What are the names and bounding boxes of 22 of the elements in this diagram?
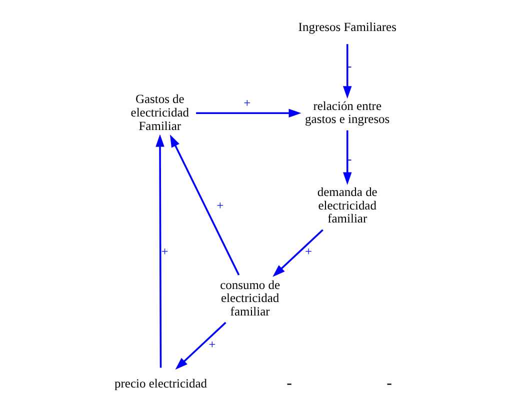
arrow xyxy=(272,229,323,277)
node-text: demanda de electricidad familiar xyxy=(316,184,377,226)
label: - xyxy=(286,375,292,392)
arrow xyxy=(169,134,240,276)
arrow xyxy=(342,130,352,185)
edge-label: - xyxy=(347,152,352,166)
node-text: Ingresos Familiares xyxy=(298,20,396,34)
edge-label: + xyxy=(216,198,224,212)
node-text: consumo de electricidad familiar xyxy=(220,278,280,319)
arrow xyxy=(155,134,164,368)
label: - xyxy=(386,375,392,392)
node-text: precio electricidad xyxy=(114,376,207,390)
arrow xyxy=(196,108,301,118)
edge-label: + xyxy=(208,338,216,352)
node-text: relación entre gastos e ingresos xyxy=(304,98,390,126)
arrow xyxy=(174,322,226,370)
arrow xyxy=(342,44,352,99)
edge-label: + xyxy=(304,244,312,259)
edge-label: + xyxy=(243,96,250,110)
edge-label: + xyxy=(160,244,168,259)
node-text: Gastos de electricidad Familiar xyxy=(130,92,189,133)
edge-label: - xyxy=(347,59,352,74)
